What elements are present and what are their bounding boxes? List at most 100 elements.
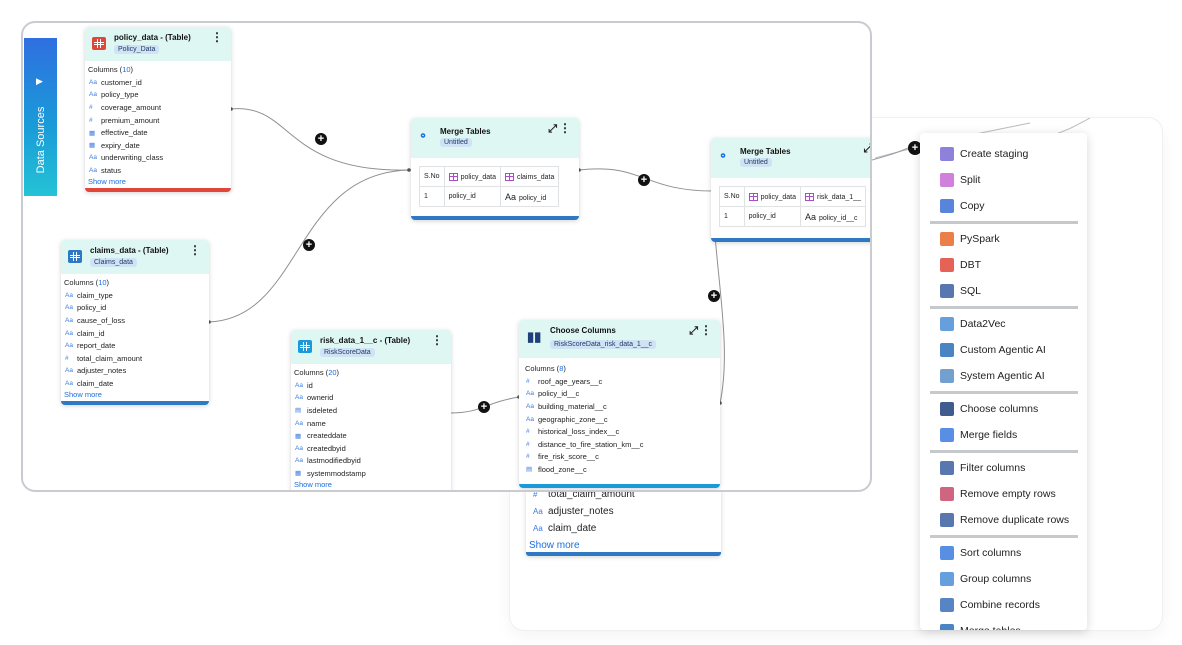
text-type-icon: Aa <box>65 304 73 312</box>
add-node-button[interactable]: + <box>908 141 922 155</box>
more-options-icon[interactable]: ⋮ <box>559 121 571 135</box>
column-row[interactable]: #total_claim_amount <box>61 352 209 365</box>
number-type-icon: # <box>533 490 538 499</box>
text-type-icon: Aa <box>295 394 303 402</box>
menu-item-merge-fields[interactable]: Merge fields <box>920 422 1087 448</box>
column-row[interactable]: ▦effective_date <box>85 126 231 139</box>
expand-icon[interactable]: ⤢ <box>689 325 698 337</box>
workflow-canvas[interactable]: ▶ Data Sources + + + + + <box>21 21 872 492</box>
policy-data-node[interactable]: policy_data - (Table) Policy_Data ⋮ Colu… <box>85 27 231 192</box>
columns-count: Columns (10) <box>64 278 110 287</box>
add-node-button[interactable]: + <box>303 239 315 251</box>
column-row[interactable]: #premium_amount <box>85 114 231 127</box>
column-row[interactable]: #historical_loss_index__c <box>522 425 720 438</box>
text-type-icon: Aa <box>295 457 303 465</box>
table-cell: policy_id <box>443 186 501 207</box>
column-row[interactable]: ▦createddate <box>291 429 451 442</box>
menu-item-sql[interactable]: SQL <box>920 278 1087 304</box>
more-options-icon[interactable]: ⋮ <box>700 323 712 337</box>
choose-columns-node[interactable]: ▮▮ Choose Columns RiskScoreData_risk_dat… <box>519 320 720 488</box>
menu-item-filter-columns[interactable]: Filter columns <box>920 455 1087 481</box>
menu-item-label: Filter columns <box>960 462 1026 474</box>
column-row[interactable]: #fire_risk_score__c <box>522 451 720 464</box>
menu-item-remove-duplicate-rows[interactable]: Remove duplicate rows <box>920 507 1087 533</box>
show-more-link[interactable]: Show more <box>294 479 332 489</box>
menu-item-merge-tables[interactable]: Merge tables <box>920 618 1087 630</box>
column-name: distance_to_fire_station_km__c <box>538 439 644 449</box>
more-options-icon[interactable]: ⋮ <box>431 333 443 347</box>
menu-item-group-columns[interactable]: Group columns <box>920 566 1087 592</box>
columns-count: Columns (8) <box>525 364 566 373</box>
add-node-button[interactable]: + <box>315 133 327 145</box>
menu-item-sort-columns[interactable]: Sort columns <box>920 540 1087 566</box>
menu-item-custom-agentic-ai[interactable]: Custom Agentic AI <box>920 337 1087 363</box>
show-more-link[interactable]: Show more <box>529 540 580 551</box>
menu-item-remove-empty-rows[interactable]: Remove empty rows <box>920 481 1087 507</box>
column-row[interactable]: #coverage_amount <box>85 101 231 114</box>
column-name: ownerid <box>307 393 334 403</box>
add-node-button[interactable]: + <box>708 290 720 302</box>
add-node-button[interactable]: + <box>638 174 650 186</box>
menu-item-choose-columns[interactable]: Choose columns <box>920 396 1087 422</box>
text-type-icon: Aa <box>295 381 303 389</box>
menu-item-pyspark[interactable]: PySpark <box>920 226 1087 252</box>
column-name: expiry_date <box>101 140 140 150</box>
menu-item-system-agentic-ai[interactable]: System Agentic AI <box>920 363 1087 389</box>
column-row[interactable]: ▦systemmodstamp <box>291 467 451 480</box>
column-row[interactable]: ▤flood_zone__c <box>522 463 720 476</box>
column-name: flood_zone__c <box>538 464 587 474</box>
show-more-link[interactable]: Show more <box>64 389 102 399</box>
menu-item-data2vec[interactable]: Data2Vec <box>920 311 1087 337</box>
choose-columns-icon: ▮▮ <box>527 329 542 344</box>
more-options-icon[interactable]: ⋮ <box>189 243 201 257</box>
expand-icon[interactable]: ⤢ <box>863 142 870 154</box>
column-row[interactable]: Aa ownerid <box>291 392 451 405</box>
expand-icon[interactable]: ⤢ <box>548 123 557 135</box>
card-footer-bar <box>526 552 721 556</box>
column-row[interactable]: #roof_age_years__c <box>522 375 720 388</box>
column-row[interactable]: ▤isdeleted <box>291 404 451 417</box>
menu-item-dbt[interactable]: DBT <box>920 252 1087 278</box>
merge-tables-node[interactable]: ⚬ Merge Tables Untitled ⤢ S.Nopolicy_dat… <box>711 138 870 242</box>
menu-item-combine-records[interactable]: Combine records <box>920 592 1087 618</box>
column-row[interactable]: #distance_to_fire_station_km__c <box>522 438 720 451</box>
claims-data-node[interactable]: claims_data - (Table) Claims_data ⋮ Colu… <box>61 240 209 405</box>
column-row[interactable]: #total_claim_amount <box>526 486 721 503</box>
data-sources-tab[interactable]: ▶ Data Sources <box>24 38 57 196</box>
column-row[interactable]: ▦expiry_date <box>85 139 231 152</box>
card-footer-bar <box>291 490 451 492</box>
menu-item-create-staging[interactable]: Create staging <box>920 141 1087 167</box>
table-icon <box>68 250 82 263</box>
add-node-button[interactable]: + <box>478 401 490 413</box>
text-type-icon: Aa <box>504 191 516 202</box>
menu-item-split[interactable]: Split <box>920 167 1087 193</box>
menu-item-copy[interactable]: Copy <box>920 193 1087 219</box>
copy-icon <box>940 199 954 213</box>
more-options-icon[interactable]: ⋮ <box>211 30 223 44</box>
risk-data-node[interactable]: risk_data_1__c - (Table) RiskScoreData ⋮… <box>291 330 451 492</box>
show-more-link[interactable]: Show more <box>88 176 126 186</box>
